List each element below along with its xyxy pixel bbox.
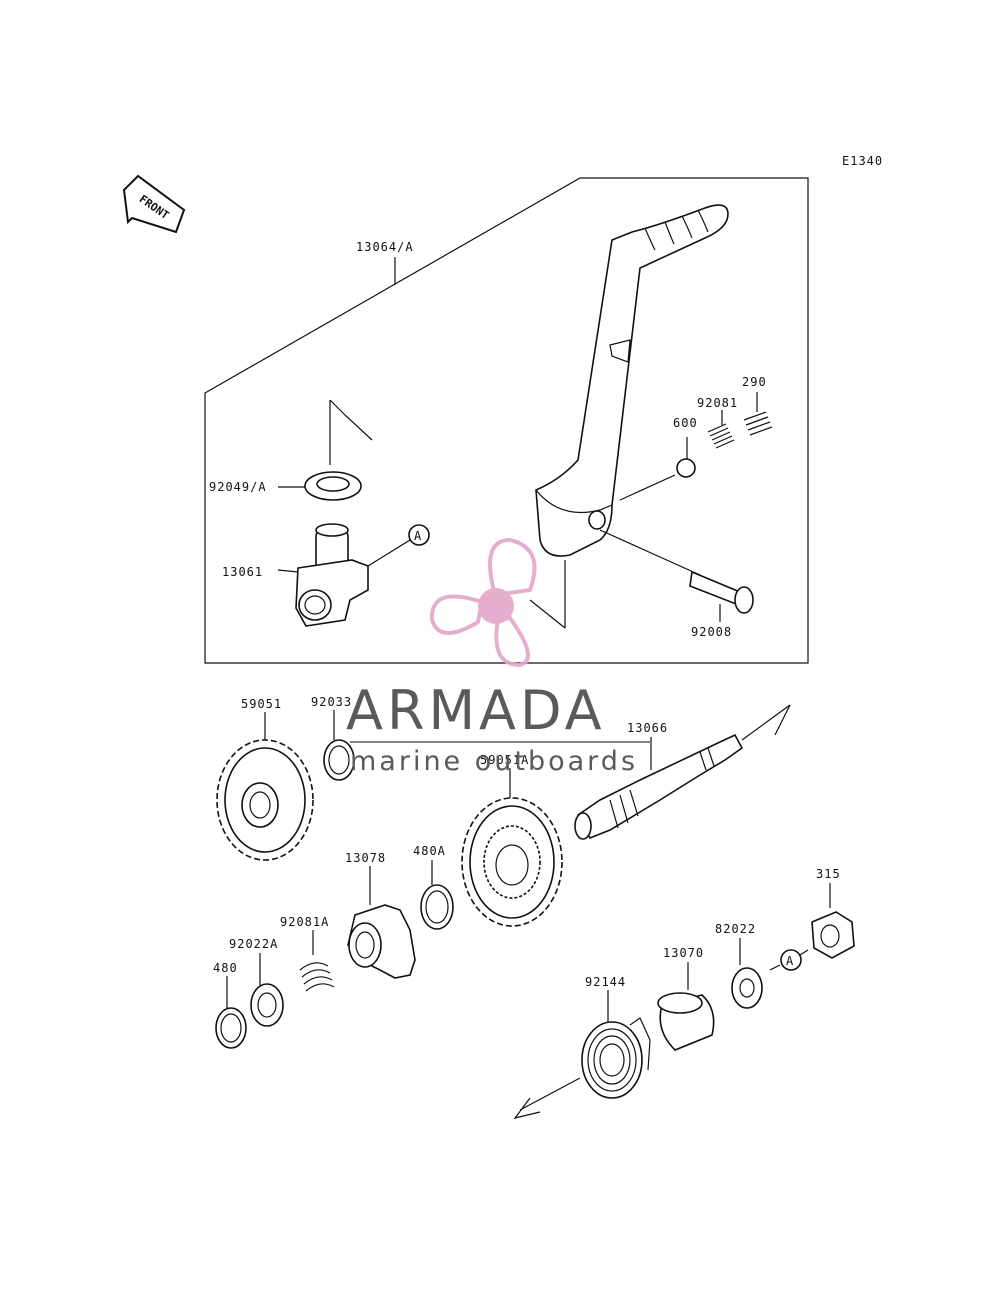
callout-a-lower: A (786, 954, 794, 968)
label-92008: 92008 (691, 625, 732, 639)
circlip-480a (420, 860, 454, 930)
label-13070: 13070 (663, 946, 704, 960)
ratchet-13078 (347, 866, 416, 979)
kick-lever-arm (535, 204, 729, 557)
oil-seal-92049a (278, 399, 373, 501)
label-13066: 13066 (627, 721, 668, 735)
circlip-92033 (323, 710, 355, 781)
bolt-92008 (529, 529, 754, 629)
label-480a: 480A (413, 844, 446, 858)
kick-boss-13061: A (277, 523, 430, 627)
label-59051a: 59051A (480, 753, 529, 767)
spring-290 (743, 392, 773, 436)
spring-92081a (299, 930, 335, 992)
label-92081a: 92081A (280, 915, 329, 929)
propeller-logo (429, 537, 537, 668)
label-13064a: 13064/A (356, 240, 414, 254)
kick-spring-92144 (513, 990, 651, 1119)
gear-59051 (216, 712, 314, 861)
label-290: 290 (742, 375, 767, 389)
callout-a-upper: A (414, 529, 422, 543)
label-92049a: 92049/A (209, 480, 267, 494)
label-600: 600 (673, 416, 698, 430)
kick-shaft-13066 (574, 704, 791, 840)
label-92081: 92081 (697, 396, 738, 410)
label-92033: 92033 (311, 695, 352, 709)
watermark-tagline: marine outboards (350, 746, 638, 777)
label-92022a: 92022A (229, 937, 278, 951)
label-13078: 13078 (345, 851, 386, 865)
front-direction-arrow: FRONT (122, 174, 186, 234)
kick-lever-assembly-frame (204, 177, 809, 664)
circlip-480 (215, 976, 247, 1049)
label-59051: 59051 (241, 697, 282, 711)
diagram-ref-code: E1340 (842, 154, 883, 168)
watermark-brand: ARMADA (346, 679, 606, 742)
washer-92022a (250, 953, 284, 1027)
nut-315: A (769, 883, 855, 971)
label-13061: 13061 (222, 565, 263, 579)
label-480: 480 (213, 961, 238, 975)
gear-59051a (461, 768, 563, 927)
armada-watermark: ARMADA marine outboards (346, 537, 650, 777)
spring-92081 (707, 410, 735, 449)
label-315: 315 (816, 867, 841, 881)
label-82022: 82022 (715, 922, 756, 936)
collar-13070 (657, 962, 715, 1051)
detent-ball-600 (619, 437, 696, 501)
washer-82022 (731, 938, 763, 1009)
label-92144: 92144 (585, 975, 626, 989)
